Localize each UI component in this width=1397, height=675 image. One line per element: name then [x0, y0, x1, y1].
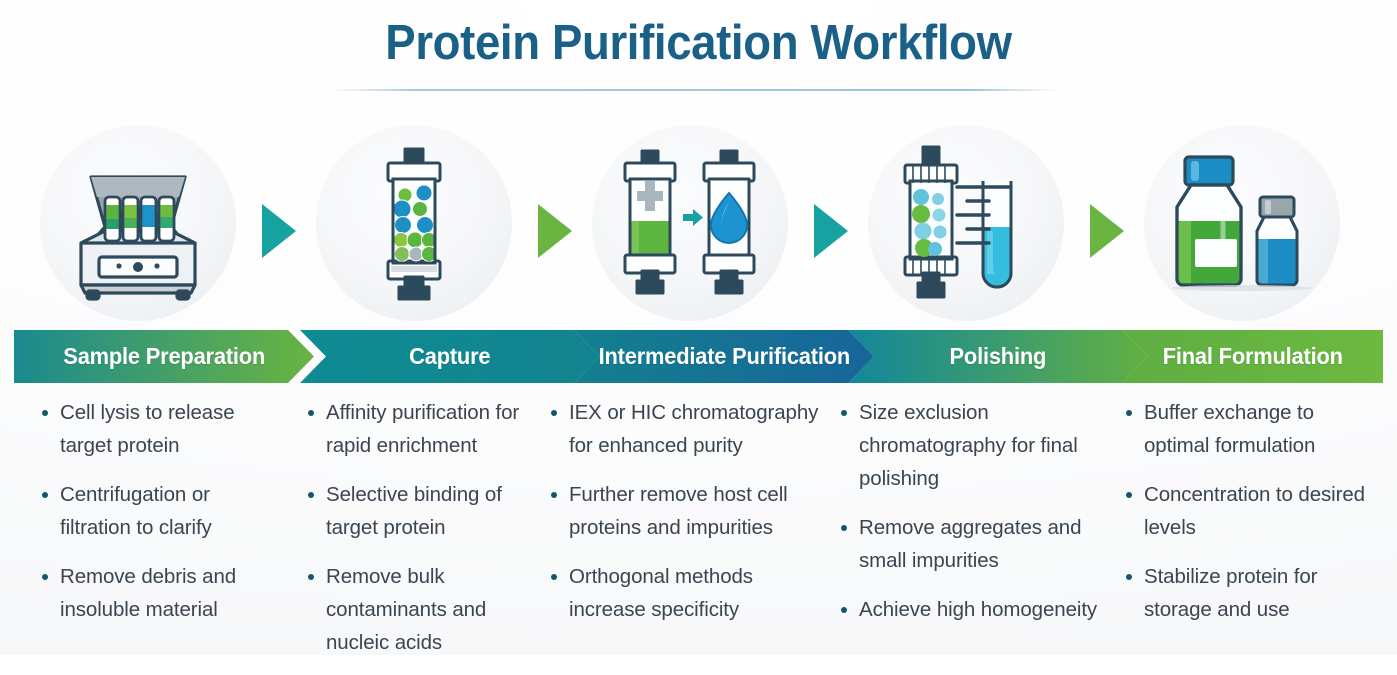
page-title: Protein Purification Workflow: [385, 16, 1012, 70]
list-item: Stabilize protein for storage and use: [1118, 560, 1378, 626]
list-item: Remove debris and insoluble material: [34, 560, 279, 626]
stage-band-2[interactable]: Capture: [300, 330, 600, 383]
stage-band-5[interactable]: Final Formulation: [1122, 330, 1383, 383]
list-item: Remove bulk contaminants and nucleic aci…: [300, 560, 535, 659]
stage-band-3[interactable]: Intermediate Purification: [574, 330, 874, 383]
list-item: Affinity purification for rapid enrichme…: [300, 396, 535, 462]
list-item: Orthogonal methods increase specificity: [543, 560, 833, 626]
list-item: IEX or HIC chromatography for enhanced p…: [543, 396, 833, 462]
stage-bullets-5: Buffer exchange to optimal formulation C…: [1118, 396, 1378, 642]
list-item: Centrifugation or filtration to clarify: [34, 478, 279, 544]
stage-band-label: Capture: [409, 343, 491, 369]
stage-band-label: Sample Preparation: [63, 343, 265, 369]
list-item: Size exclusion chromatography for final …: [833, 396, 1103, 495]
stage-band-label: Final Formulation: [1162, 343, 1343, 369]
sec-column-cylinder-icon: [903, 145, 1013, 298]
workflow-page: Protein Purification Workflow: [0, 0, 1397, 655]
list-item: Buffer exchange to optimal formulation: [1118, 396, 1378, 462]
bottle-and-vial-icon: [1172, 154, 1312, 291]
chromatography-column-beads-icon: [386, 147, 442, 300]
stage-band-label: Intermediate Purification: [598, 343, 850, 369]
stage-arrow-3: [814, 204, 848, 258]
centrifuge-icon: [79, 174, 197, 301]
bullet-columns: Cell lysis to release target protein Cen…: [0, 396, 1397, 655]
stage-band-4[interactable]: Polishing: [848, 330, 1148, 383]
stage-icon-cell-1: [26, 120, 250, 325]
list-item: Achieve high homogeneity: [833, 593, 1103, 626]
list-item: Remove aggregates and small impurities: [833, 511, 1103, 577]
stage-arrow-4: [1090, 204, 1124, 258]
stage-icon-cell-4: [854, 120, 1078, 325]
stage-arrow-1: [262, 204, 296, 258]
stage-icon-cell-2: [302, 120, 526, 325]
stage-icon-cell-3: [578, 120, 802, 325]
icon-disc: [592, 124, 788, 321]
title-divider: [330, 89, 1058, 91]
stage-arrow-2: [538, 204, 572, 258]
list-item: Cell lysis to release target protein: [34, 396, 279, 462]
stage-bullets-2: Affinity purification for rapid enrichme…: [300, 396, 535, 675]
list-item: Selective binding of target protein: [300, 478, 535, 544]
stage-band-label: Polishing: [949, 343, 1047, 369]
stage-bullets-4: Size exclusion chromatography for final …: [833, 396, 1103, 642]
list-item: Concentration to desired levels: [1118, 478, 1378, 544]
icon-row: [0, 120, 1397, 325]
stage-bullets-3: IEX or HIC chromatography for enhanced p…: [543, 396, 833, 642]
stage-bullets-1: Cell lysis to release target protein Cen…: [34, 396, 279, 642]
list-item: Further remove host cell proteins and im…: [543, 478, 833, 544]
stage-band-1[interactable]: Sample Preparation: [14, 330, 314, 383]
icon-disc: [868, 124, 1064, 321]
two-columns-exchange-icon: [623, 149, 756, 294]
title-block: Protein Purification Workflow: [0, 8, 1397, 78]
stage-icon-cell-5: [1130, 120, 1354, 325]
stage-banner: Sample Preparation Capture Intermediate …: [14, 330, 1383, 383]
